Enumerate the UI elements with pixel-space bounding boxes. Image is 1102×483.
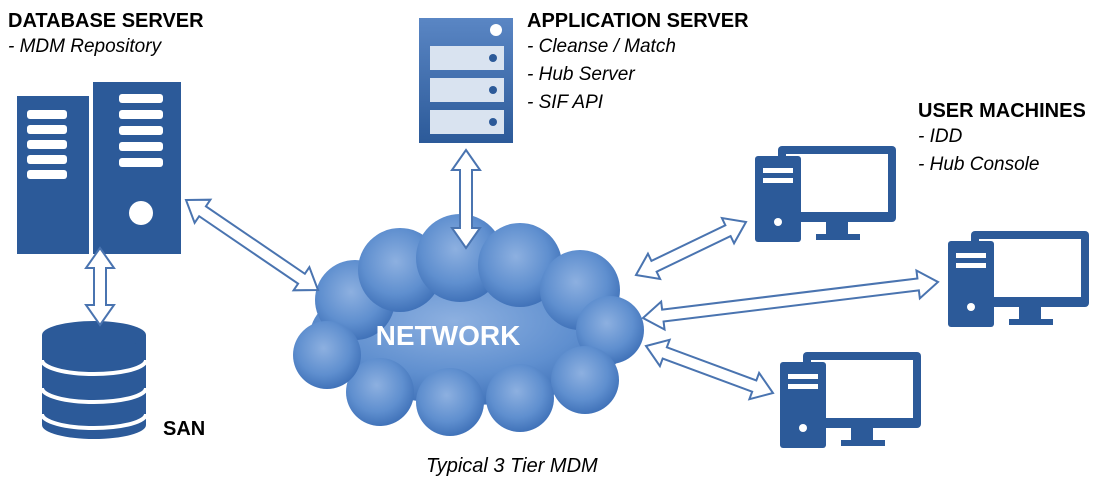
diagram-caption: Typical 3 Tier MDM [426,455,598,477]
arrow-db-to-network [184,198,320,292]
network-cloud [293,214,644,436]
application-server-item: - SIF API [527,92,604,113]
arrow-network-to-pc3 [644,338,775,401]
desktop-computer-icon [755,146,896,242]
user-machines-item: - IDD [918,126,963,147]
desktop-computer-icon [780,352,921,448]
arrow-app-to-network [450,148,482,250]
database-server-label: DATABASE SERVER - MDM Repository [8,10,204,61]
user-machines-item: - Hub Console [918,154,1040,175]
application-server-icon [419,18,513,143]
san-storage-icon [40,321,148,439]
user-machines-label: USER MACHINES - IDD - Hub Console [918,100,1086,179]
application-server-item: - Cleanse / Match [527,36,676,57]
desktop-computer-icon [948,231,1089,327]
user-machines-title: USER MACHINES [918,100,1086,122]
arrow-network-to-pc2 [641,268,940,332]
database-server-title: DATABASE SERVER [8,10,204,32]
database-server-icon [17,82,181,254]
application-server-item: - Hub Server [527,64,635,85]
arrow-db-to-san [84,246,116,327]
arrow-network-to-pc1 [634,216,748,281]
application-server-label: APPLICATION SERVER - Cleanse / Match - H… [527,10,749,117]
application-server-title: APPLICATION SERVER [527,10,749,32]
database-server-item: - MDM Repository [8,36,162,57]
network-label: NETWORK [376,320,521,351]
san-label: SAN [163,418,206,440]
